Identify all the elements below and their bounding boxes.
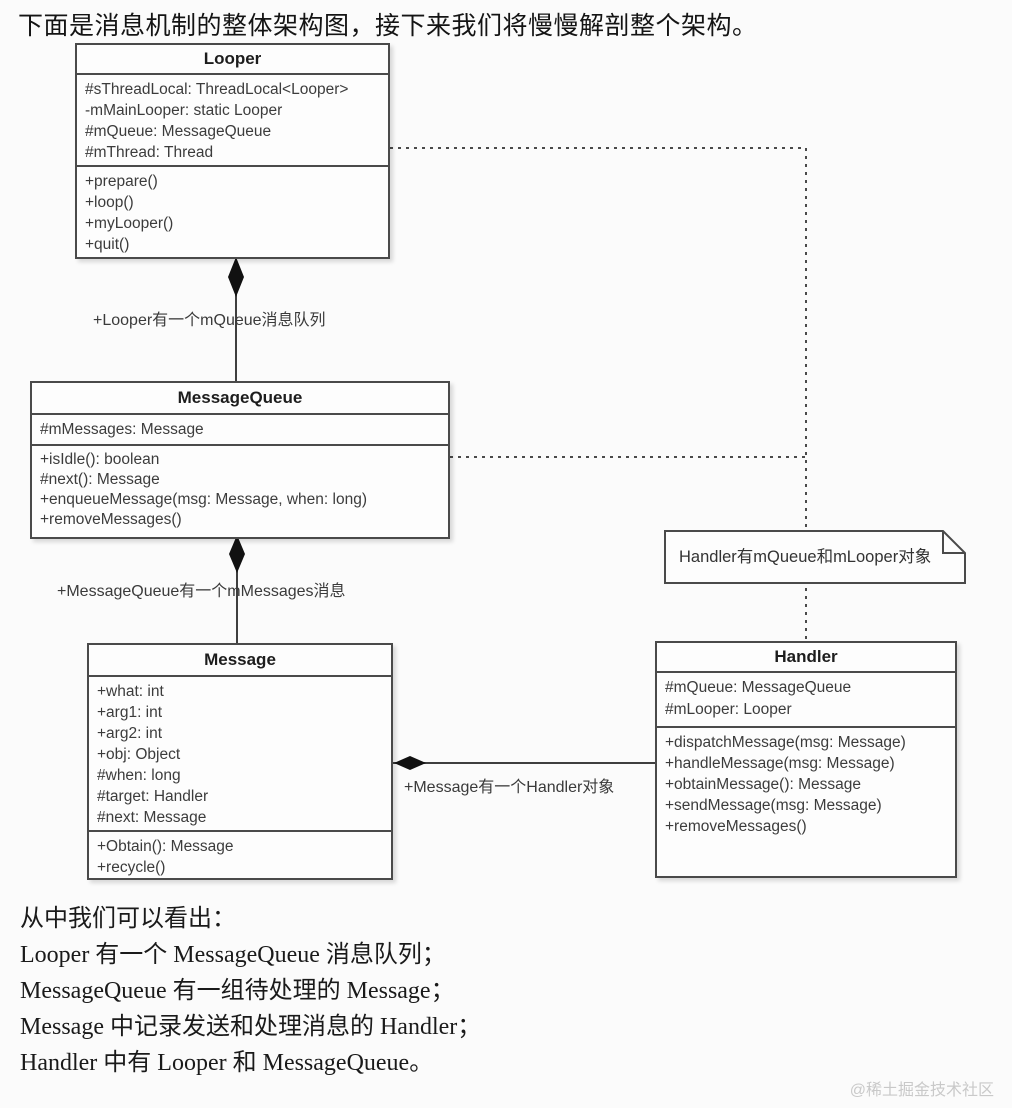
attribute-line: #mMessages: Message bbox=[40, 421, 204, 438]
note-shape bbox=[664, 530, 966, 584]
summary-line: Looper 有一个 MessageQueue 消息队列； bbox=[20, 942, 446, 968]
attribute-line: +what: int bbox=[97, 683, 164, 700]
class-box-messagequeue: MessageQueue #mMessages: Message +isIdle… bbox=[30, 381, 450, 539]
messagequeue-methods: +isIdle(): boolean #next(): Message +enq… bbox=[32, 446, 448, 537]
edge-label-messagequeue-mmessages: +MessageQueue有一个mMessages消息 bbox=[57, 583, 346, 600]
attribute-line: #target: Handler bbox=[97, 788, 209, 805]
method-line: +removeMessages() bbox=[665, 818, 807, 835]
class-title-handler: Handler bbox=[657, 643, 955, 673]
attribute-line: #when: long bbox=[97, 767, 181, 784]
summary-line: MessageQueue 有一组待处理的 Message； bbox=[20, 978, 455, 1004]
method-line: +prepare() bbox=[85, 173, 158, 190]
class-title-looper: Looper bbox=[77, 45, 388, 75]
method-line: +isIdle(): boolean bbox=[40, 451, 160, 468]
method-line: +dispatchMessage(msg: Message) bbox=[665, 734, 906, 751]
composition-diamond-looper bbox=[228, 257, 244, 297]
class-box-message: Message +what: int +arg1: int +arg2: int… bbox=[87, 643, 393, 880]
method-line: +enqueueMessage(msg: Message, when: long… bbox=[40, 491, 367, 508]
edge-label-message-handler: +Message有一个Handler对象 bbox=[404, 779, 615, 796]
attribute-line: #next: Message bbox=[97, 809, 207, 826]
page-title: 下面是消息机制的整体架构图，接下来我们将慢慢解剖整个架构。 bbox=[18, 13, 758, 40]
method-line: +removeMessages() bbox=[40, 511, 182, 528]
handler-methods: +dispatchMessage(msg: Message) +handleMe… bbox=[657, 728, 955, 876]
method-line: +myLooper() bbox=[85, 215, 174, 232]
looper-methods: +prepare() +loop() +myLooper() +quit() bbox=[77, 167, 388, 257]
note-text: Handler有mQueue和mLooper对象 bbox=[679, 548, 932, 566]
composition-diamond-messagequeue bbox=[229, 535, 245, 573]
messagequeue-attributes: #mMessages: Message bbox=[32, 415, 448, 446]
attribute-line: #mLooper: Looper bbox=[665, 701, 792, 718]
class-box-looper: Looper #sThreadLocal: ThreadLocal<Looper… bbox=[75, 43, 390, 259]
looper-attributes: #sThreadLocal: ThreadLocal<Looper> -mMai… bbox=[77, 75, 388, 167]
method-line: +handleMessage(msg: Message) bbox=[665, 755, 895, 772]
attribute-line: #sThreadLocal: ThreadLocal<Looper> bbox=[85, 81, 349, 98]
watermark: @稀土掘金技术社区 bbox=[849, 1082, 994, 1099]
attribute-line: #mQueue: MessageQueue bbox=[665, 679, 852, 696]
summary-line: Handler 中有 Looper 和 MessageQueue。 bbox=[20, 1050, 434, 1076]
method-line: +Obtain(): Message bbox=[97, 838, 234, 855]
method-line: +sendMessage(msg: Message) bbox=[665, 797, 882, 814]
message-attributes: +what: int +arg1: int +arg2: int +obj: O… bbox=[89, 677, 391, 832]
method-line: #next(): Message bbox=[40, 471, 160, 488]
attribute-line: +obj: Object bbox=[97, 746, 181, 763]
method-line: +loop() bbox=[85, 194, 134, 211]
composition-diamond-message bbox=[394, 756, 426, 770]
summary-line: Message 中记录发送和处理消息的 Handler； bbox=[20, 1014, 482, 1040]
method-line: +recycle() bbox=[97, 859, 166, 876]
attribute-line: +arg2: int bbox=[97, 725, 163, 742]
attribute-line: #mThread: Thread bbox=[85, 144, 214, 161]
attribute-line: +arg1: int bbox=[97, 704, 163, 721]
summary-text: 从中我们可以看出： Looper 有一个 MessageQueue 消息队列； … bbox=[20, 901, 481, 1081]
class-title-messagequeue: MessageQueue bbox=[32, 383, 448, 415]
message-methods: +Obtain(): Message +recycle() bbox=[89, 832, 391, 878]
attribute-line: -mMainLooper: static Looper bbox=[85, 102, 283, 119]
class-title-message: Message bbox=[89, 645, 391, 677]
note-fold-icon bbox=[942, 531, 965, 554]
method-line: +obtainMessage(): Message bbox=[665, 776, 862, 793]
summary-line: 从中我们可以看出： bbox=[20, 906, 236, 932]
edge-label-looper-mqueue: +Looper有一个mQueue消息队列 bbox=[93, 312, 326, 329]
class-box-handler: Handler #mQueue: MessageQueue #mLooper: … bbox=[655, 641, 957, 878]
handler-attributes: #mQueue: MessageQueue #mLooper: Looper bbox=[657, 673, 955, 728]
method-line: +quit() bbox=[85, 236, 130, 253]
attribute-line: #mQueue: MessageQueue bbox=[85, 123, 272, 140]
